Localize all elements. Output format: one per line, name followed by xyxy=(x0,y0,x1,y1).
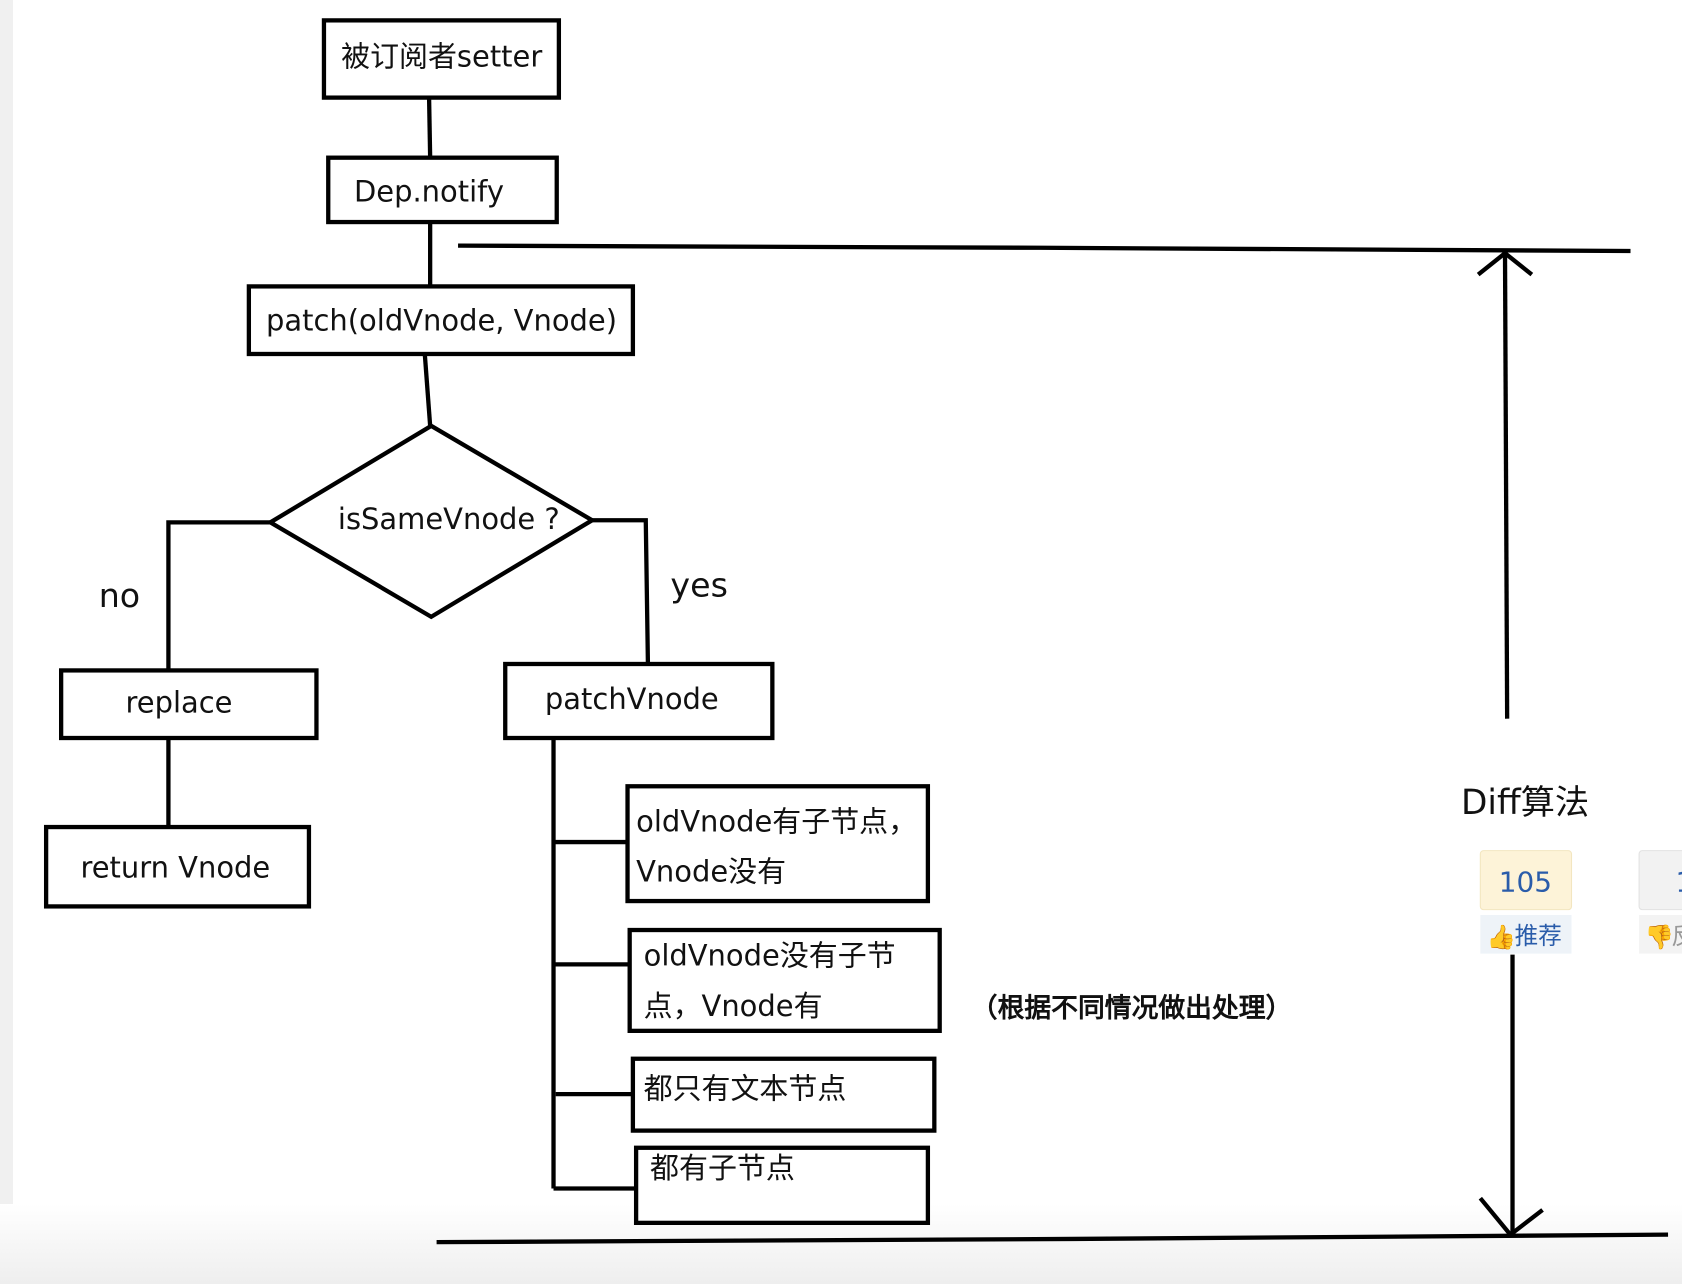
vote-down-label: 反 xyxy=(1671,922,1682,950)
connectors xyxy=(166,97,1669,1245)
label-patch: patch(oldVnode, Vnode) xyxy=(266,303,617,337)
node-patch xyxy=(246,284,636,357)
node-setter xyxy=(321,18,562,100)
page-left-margin xyxy=(0,0,13,1284)
label-case2-line2: 点，Vnode有 xyxy=(644,989,823,1023)
node-case4 xyxy=(633,1145,931,1226)
label-case1-line2: Vnode没有 xyxy=(636,855,786,889)
vote-down-widget[interactable]: 1 👎 反 xyxy=(1638,850,1682,954)
vote-down-count: 1 xyxy=(1676,865,1682,898)
thumbs-up-icon: 👍 xyxy=(1487,923,1516,951)
node-notify xyxy=(326,155,559,225)
vote-up-count: 105 xyxy=(1499,865,1552,898)
node-return-vnode xyxy=(43,824,312,909)
label-patch-vnode: patchVnode xyxy=(545,682,719,716)
label-decision: isSameVnode ? xyxy=(338,502,560,536)
label-case2-line1: oldVnode没有子节 xyxy=(644,938,896,972)
label-replace: replace xyxy=(126,685,233,719)
node-case2 xyxy=(627,927,942,1033)
label-notify: Dep.notify xyxy=(354,175,504,209)
node-case1 xyxy=(625,784,931,904)
node-patch-vnode xyxy=(503,661,775,741)
label-diff: Diff算法 xyxy=(1461,783,1589,823)
label-note: （根据不同情况做出处理） xyxy=(971,993,1293,1024)
node-decision xyxy=(266,423,597,620)
label-case3: 都只有文本节点 xyxy=(644,1071,847,1105)
label-no: no xyxy=(99,576,140,615)
node-replace xyxy=(58,668,319,741)
label-setter: 被订阅者setter xyxy=(341,40,542,74)
label-yes: yes xyxy=(670,565,727,604)
thumbs-down-icon: 👎 xyxy=(1644,923,1673,951)
vote-up-label: 推荐 xyxy=(1515,922,1562,950)
vote-up-widget[interactable]: 105 👍 推荐 xyxy=(1479,850,1573,954)
label-case1-line1: oldVnode有子节点， xyxy=(636,804,917,838)
label-case4: 都有子节点 xyxy=(650,1151,795,1185)
label-return-vnode: return Vnode xyxy=(80,850,270,884)
